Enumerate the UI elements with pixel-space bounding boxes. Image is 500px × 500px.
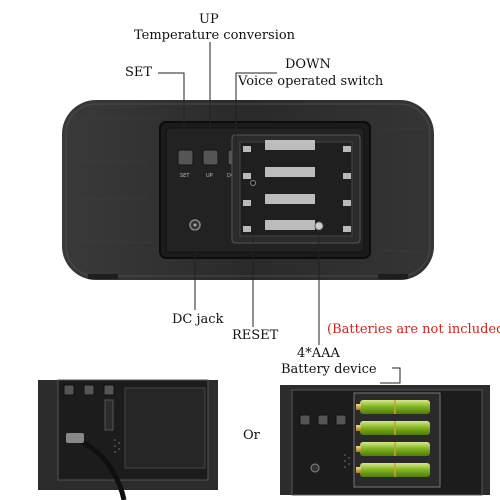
voice-operated-switch-label: Voice operated switch <box>238 74 384 89</box>
temperature-conversion-label: Temperature conversion <box>134 28 296 43</box>
batteries-not-included-note: (Batteries are not included) <box>327 322 500 337</box>
inset-dc-connected <box>38 379 218 500</box>
battery-device-label: Battery device <box>281 362 377 377</box>
reset-label: RESET <box>232 328 279 343</box>
reset-hole[interactable] <box>250 180 256 186</box>
inset-batteries <box>280 385 490 496</box>
or-label: Or <box>243 428 260 443</box>
set-button[interactable] <box>177 149 194 166</box>
panel-set-label: SET <box>180 173 190 179</box>
dc-jack-label: DC jack <box>172 312 224 327</box>
up-button[interactable] <box>202 149 219 166</box>
aaa-label: 4*AAA <box>297 346 340 361</box>
up-label: UP <box>199 12 219 27</box>
panel-up-label: UP <box>206 173 213 179</box>
set-label: SET <box>125 65 153 80</box>
callout-lines <box>158 42 401 384</box>
clock-back: SET UP DOWN <box>62 100 434 280</box>
down-label: DOWN <box>285 57 331 72</box>
